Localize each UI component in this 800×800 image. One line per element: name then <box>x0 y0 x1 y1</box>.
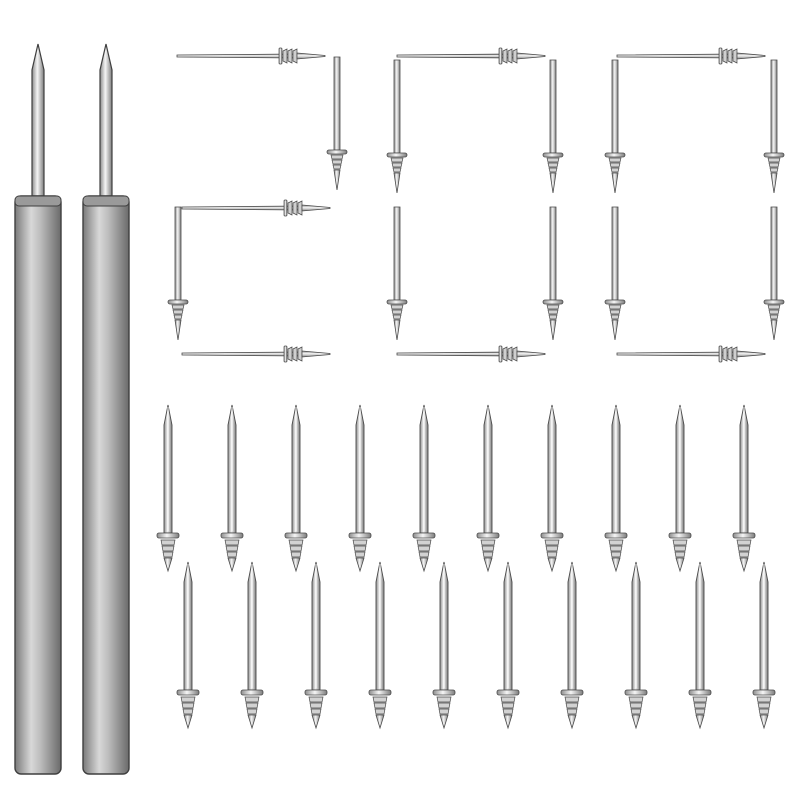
setting-tool-1 <box>14 43 62 775</box>
setting-tool-2 <box>82 43 130 775</box>
